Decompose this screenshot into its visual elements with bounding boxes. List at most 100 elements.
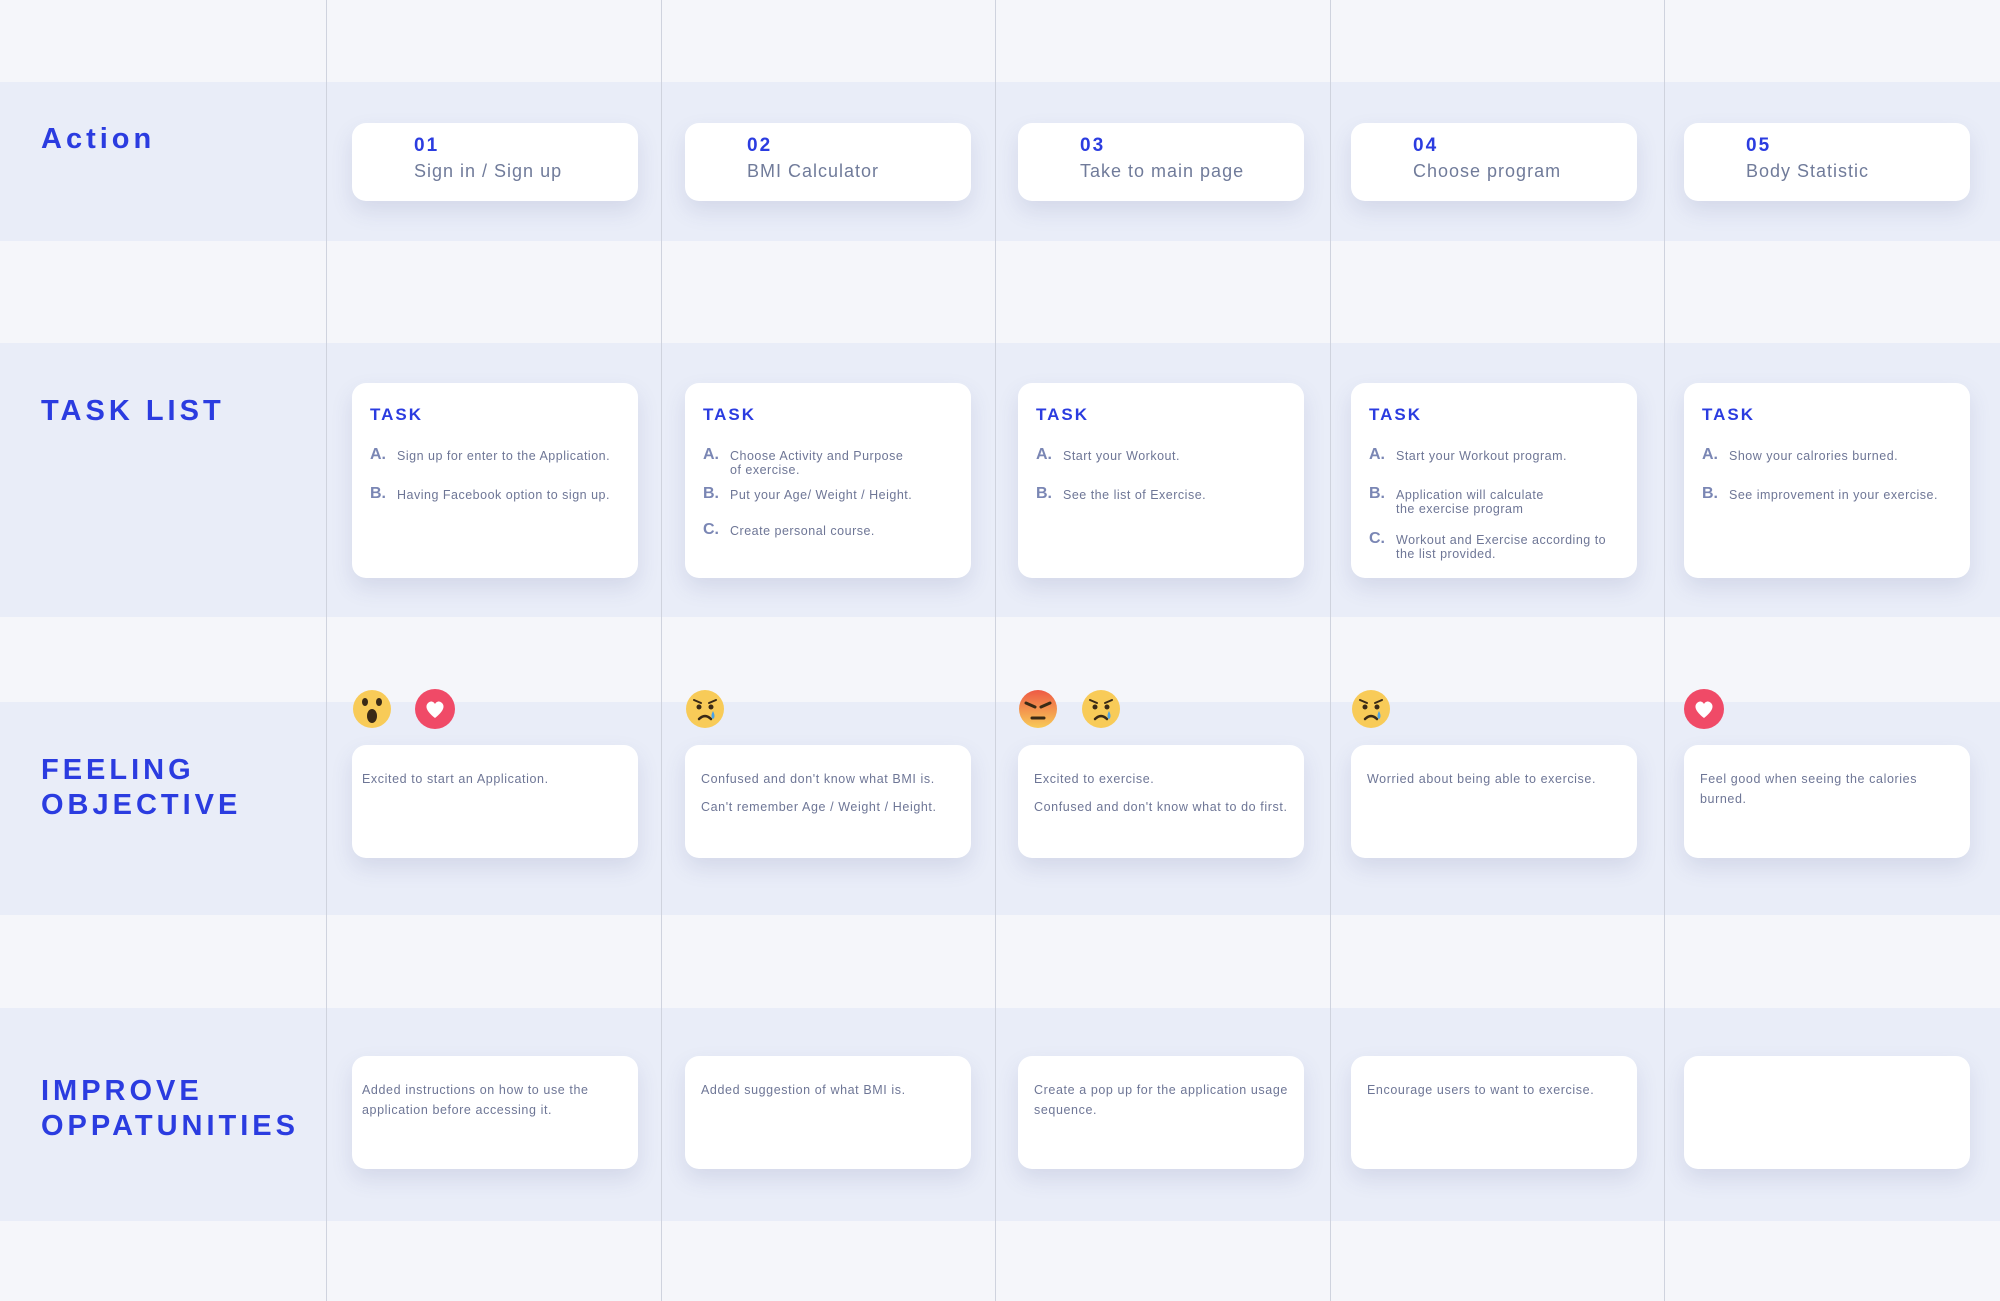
angry-face-icon (1019, 690, 1057, 728)
improve-card: Create a pop up for the application usag… (1018, 1056, 1304, 1169)
task-heading: TASK (370, 405, 424, 424)
action-number: 03 (1080, 135, 1106, 156)
action-row-band (0, 82, 2000, 241)
task-card: TASK A. Start your Workout. B. See the l… (1018, 383, 1304, 578)
feeling-line: Worried about being able to exercise. (1367, 772, 1597, 786)
task-letter: A. (370, 446, 386, 463)
row-label-action: Action (41, 122, 155, 157)
column-divider (1330, 0, 1331, 1301)
action-number: 02 (747, 135, 773, 156)
task-letter: A. (1036, 446, 1052, 463)
task-text: See improvement in your exercise. (1729, 488, 1938, 502)
feeling-line: Confused and don't know what to do first… (1034, 800, 1288, 814)
row-label-text: FEELING (41, 754, 195, 786)
sad-face-icon (1352, 690, 1390, 728)
action-card: 05 Body Statistic (1684, 123, 1970, 201)
task-letter: C. (1369, 530, 1385, 547)
feeling-text: Feel good when seeing the calories burne… (1700, 769, 1970, 817)
action-number: 05 (1746, 135, 1772, 156)
task-letter: A. (703, 446, 719, 463)
task-text: Application will calculate the exercise … (1396, 488, 1544, 516)
feeling-line: Can't remember Age / Weight / Height. (701, 800, 937, 814)
task-text: Show your calrories burned. (1729, 449, 1899, 463)
task-text: Sign up for enter to the Application. (397, 449, 611, 463)
row-label-text: OPPATUNITIES (41, 1110, 299, 1142)
task-card: TASK A. Start your Workout program. B. A… (1351, 383, 1637, 578)
task-text: See the list of Exercise. (1063, 488, 1207, 502)
feeling-text: Worried about being able to exercise. (1367, 769, 1637, 797)
task-card: TASK A. Choose Activity and Purpose of e… (685, 383, 971, 578)
improve-text: Create a pop up for the application usag… (1034, 1083, 1288, 1117)
task-card: TASK A. Sign up for enter to the Applica… (352, 383, 638, 578)
row-label-text: TASK LIST (41, 395, 225, 427)
action-card: 02 BMI Calculator (685, 123, 971, 201)
feeling-line: Excited to exercise. (1034, 772, 1155, 786)
sad-face-icon (686, 690, 724, 728)
improve-card: Added suggestion of what BMI is. (685, 1056, 971, 1169)
improve-card: Encourage users to want to exercise. (1351, 1056, 1637, 1169)
improve-text: Added instructions on how to use the app… (362, 1083, 589, 1117)
feeling-card: Feel good when seeing the calories burne… (1684, 745, 1970, 858)
action-card: 04 Choose program (1351, 123, 1637, 201)
task-letter: B. (370, 485, 386, 502)
surprised-face-icon (353, 690, 391, 728)
task-card: TASK A. Show your calrories burned. B. S… (1684, 383, 1970, 578)
task-heading: TASK (1036, 405, 1090, 424)
task-letter: B. (1036, 485, 1052, 502)
task-text: Workout and Exercise according to the li… (1396, 533, 1607, 561)
action-title: BMI Calculator (747, 161, 880, 181)
heart-icon (415, 689, 455, 729)
feeling-card: Worried about being able to exercise. (1351, 745, 1637, 858)
feeling-card: Confused and don't know what BMI is. Can… (685, 745, 971, 858)
column-divider (326, 0, 327, 1301)
action-number: 01 (414, 135, 440, 156)
task-list-row-band (0, 343, 2000, 617)
task-text: Create personal course. (730, 524, 875, 538)
row-label-text: IMPROVE (41, 1075, 203, 1107)
column-divider (1664, 0, 1665, 1301)
feeling-row-band (0, 702, 2000, 915)
task-text: Put your Age/ Weight / Height. (730, 488, 913, 502)
action-title: Take to main page (1080, 161, 1245, 181)
feeling-line: Feel good when seeing the calories burne… (1700, 772, 1918, 806)
action-title: Choose program (1413, 161, 1562, 181)
action-title: Sign in / Sign up (414, 161, 563, 181)
row-label-improve-opportunities: IMPROVE OPPATUNITIES (41, 1074, 299, 1144)
task-heading: TASK (1369, 405, 1423, 424)
task-letter: B. (703, 485, 719, 502)
feeling-card: Excited to start an Application. (352, 745, 638, 858)
task-letter: B. (1702, 485, 1718, 502)
row-label-text: OBJECTIVE (41, 789, 242, 821)
task-letter: A. (1369, 446, 1385, 463)
row-label-feeling-objective: FEELING OBJECTIVE (41, 753, 241, 823)
heart-icon (1684, 689, 1724, 729)
improve-card (1684, 1056, 1970, 1169)
column-divider (995, 0, 996, 1301)
task-text: Having Facebook option to sign up. (397, 488, 610, 502)
improve-text: Encourage users to want to exercise. (1367, 1083, 1595, 1097)
improve-text: Added suggestion of what BMI is. (701, 1083, 906, 1097)
feeling-text: Excited to start an Application. (362, 769, 632, 797)
task-heading: TASK (703, 405, 757, 424)
feeling-line: Excited to start an Application. (362, 772, 549, 786)
task-text: Start your Workout program. (1396, 449, 1567, 463)
task-letter: A. (1702, 446, 1718, 463)
improve-row-band (0, 1008, 2000, 1221)
feeling-text: Excited to exercise. Confused and don't … (1034, 769, 1304, 825)
task-text: Start your Workout. (1063, 449, 1180, 463)
feeling-text: Confused and don't know what BMI is. Can… (701, 769, 971, 825)
action-card: 01 Sign in / Sign up (352, 123, 638, 201)
task-heading: TASK (1702, 405, 1756, 424)
action-card: 03 Take to main page (1018, 123, 1304, 201)
feeling-card: Excited to exercise. Confused and don't … (1018, 745, 1304, 858)
action-title: Body Statistic (1746, 161, 1870, 181)
column-divider (661, 0, 662, 1301)
action-number: 04 (1413, 135, 1439, 156)
feeling-line: Confused and don't know what BMI is. (701, 772, 935, 786)
task-letter: B. (1369, 485, 1385, 502)
row-label-text: Action (41, 123, 156, 155)
sad-face-icon (1082, 690, 1120, 728)
improve-card: Added instructions on how to use the app… (352, 1056, 638, 1169)
row-label-task-list: TASK LIST (41, 394, 225, 429)
task-letter: C. (703, 521, 719, 538)
